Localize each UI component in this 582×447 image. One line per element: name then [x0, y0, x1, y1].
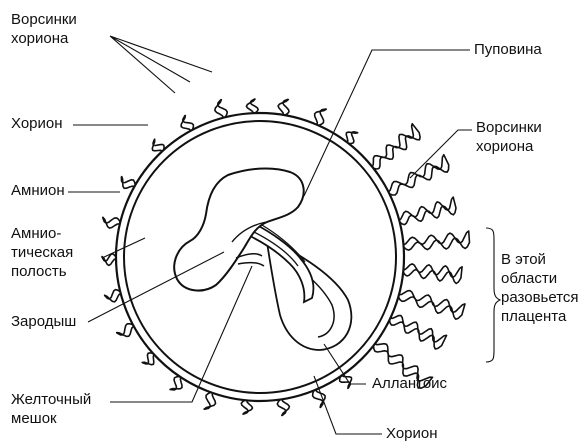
villus-large [372, 124, 420, 169]
villus-small [277, 399, 289, 415]
villus-small [103, 217, 121, 228]
label-placenta-area: В этой области разовьется плацента [501, 250, 579, 326]
villus-small [170, 376, 182, 390]
label-villi-top: Ворсинки хориона [11, 10, 77, 48]
villus-large [403, 264, 462, 284]
villus-small [102, 254, 116, 266]
villus-small [246, 99, 258, 113]
villus-large [389, 155, 449, 195]
villus-small [241, 400, 252, 414]
villus-small [181, 116, 193, 131]
villus-large [399, 197, 456, 225]
label-amniotic-cavity: Амнио- тическая полость [11, 224, 73, 281]
villus-small [204, 392, 215, 409]
villus-small [105, 290, 121, 302]
villus-small [278, 99, 289, 115]
label-amnion: Амнион [11, 181, 65, 200]
chorion-membrane [116, 113, 404, 401]
label-yolk-sac: Желточный мешок [11, 390, 91, 428]
label-chorion-bottom: Хорион [386, 424, 438, 443]
label-chorion-left: Хорион [11, 114, 63, 133]
villus-large [404, 231, 470, 250]
villus-small [215, 100, 227, 118]
villus-large [398, 291, 465, 320]
villus-small [117, 324, 134, 337]
villus-small [142, 353, 154, 365]
villus-small [152, 139, 164, 151]
label-umbilical-cord: Пуповина [474, 40, 542, 59]
villus-small [315, 109, 327, 125]
villus-large [389, 316, 446, 349]
label-embryo: Зародыш [11, 312, 76, 331]
villus-small [313, 390, 326, 408]
label-villi-right: Ворсинки хориона [476, 118, 542, 156]
label-allantois: Аллантоис [372, 374, 447, 393]
